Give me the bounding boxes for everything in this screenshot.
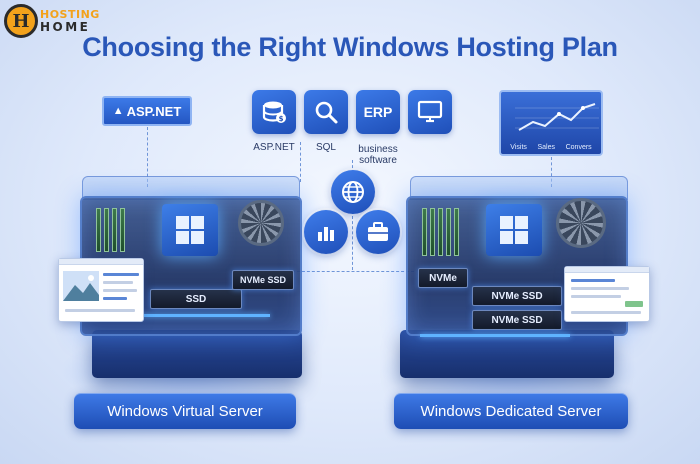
analytics-dashboard-card: Visits Sales Convers <box>499 90 603 156</box>
logo-line-1: HOSTING <box>40 8 100 21</box>
windows-logo-chip <box>486 204 542 256</box>
briefcase-icon[interactable] <box>356 210 400 254</box>
panel-titlebar <box>59 259 143 265</box>
business-software-label: business software <box>358 144 398 166</box>
globe-icon[interactable] <box>331 170 375 214</box>
drive-ssd: SSD <box>150 289 242 309</box>
drive-nvme-ssd: NVMe SSD <box>472 310 562 330</box>
panel-titlebar <box>565 267 649 273</box>
windows-virtual-server-button[interactable]: Windows Virtual Server <box>74 393 296 429</box>
text-line <box>103 273 139 276</box>
aspnet-badge: ▲ ASP.NET <box>102 96 192 126</box>
ram-module <box>446 208 451 256</box>
text-line <box>571 311 641 314</box>
bar-chart-icon[interactable] <box>304 210 348 254</box>
logo-line-2: HOME <box>40 20 91 34</box>
database-glyph: $ <box>262 101 286 123</box>
connector-center-horizontal <box>292 271 414 272</box>
text-line <box>65 309 135 312</box>
connector-aspnet <box>147 127 148 187</box>
connector-center-vertical <box>352 160 353 270</box>
text-line <box>103 281 133 284</box>
ram-module <box>96 208 101 252</box>
ram-module <box>104 208 109 252</box>
ram-module <box>112 208 117 252</box>
aspnet-badge-label: ASP.NET <box>126 103 182 119</box>
text-line <box>571 287 629 290</box>
globe-glyph <box>342 181 364 203</box>
svg-text:$: $ <box>279 115 284 123</box>
cooling-fan <box>556 198 606 248</box>
ram-module <box>422 208 427 256</box>
aspnet-triangle-icon: ▲ <box>112 105 124 117</box>
dashboard-form-panel <box>564 266 650 322</box>
drive-nvme: NVMe <box>418 268 468 288</box>
drive-nvme-ssd: NVMe SSD <box>232 270 294 290</box>
trend-line-chart <box>515 103 599 131</box>
ram-module <box>438 208 443 256</box>
logo-seal: H <box>4 4 38 38</box>
logo-wordmark: HOSTING HOME <box>40 8 100 34</box>
monitor-glyph <box>417 100 443 123</box>
analytics-label-sales: Sales <box>537 144 556 151</box>
analytics-label-visits: Visits <box>510 144 527 151</box>
led-strip <box>140 314 270 317</box>
monitor-icon[interactable] <box>408 90 452 134</box>
led-strip <box>420 334 570 337</box>
ram-module <box>454 208 459 256</box>
analytics-labels: Visits Sales Convers <box>505 144 597 151</box>
text-line <box>103 297 127 300</box>
bar-chart-glyph <box>318 227 334 241</box>
database-label: ASP.NET <box>253 142 295 153</box>
text-line <box>103 289 137 292</box>
server-base <box>92 330 302 378</box>
page-title: Choosing the Right Windows Hosting Plan <box>82 32 618 62</box>
erp-icon[interactable]: ERP <box>356 90 400 134</box>
landscape-image-icon <box>63 271 99 301</box>
hosting-home-logo[interactable]: H HOSTING HOME <box>4 4 100 38</box>
briefcase-glyph <box>368 222 388 241</box>
database-icon[interactable]: $ <box>252 90 296 134</box>
connector-top-left <box>300 142 318 182</box>
ram-module <box>430 208 435 256</box>
windows-icon <box>500 216 528 244</box>
analytics-label-conversions: Convers <box>565 144 592 151</box>
search-glyph <box>315 101 338 124</box>
text-line <box>625 301 643 307</box>
windows-dedicated-server-button[interactable]: Windows Dedicated Server <box>394 393 628 429</box>
erp-text: ERP <box>363 104 393 120</box>
drive-nvme-ssd: NVMe SSD <box>472 286 562 306</box>
text-line <box>571 295 621 298</box>
sql-label: SQL <box>315 142 336 153</box>
connector-analytics <box>551 157 552 187</box>
website-preview-panel <box>58 258 144 322</box>
ram-module <box>120 208 125 252</box>
server-base <box>400 330 614 378</box>
cooling-fan <box>238 200 284 246</box>
text-line <box>571 279 615 282</box>
windows-icon <box>176 216 204 244</box>
search-icon[interactable] <box>304 90 348 134</box>
windows-logo-chip <box>162 204 218 256</box>
